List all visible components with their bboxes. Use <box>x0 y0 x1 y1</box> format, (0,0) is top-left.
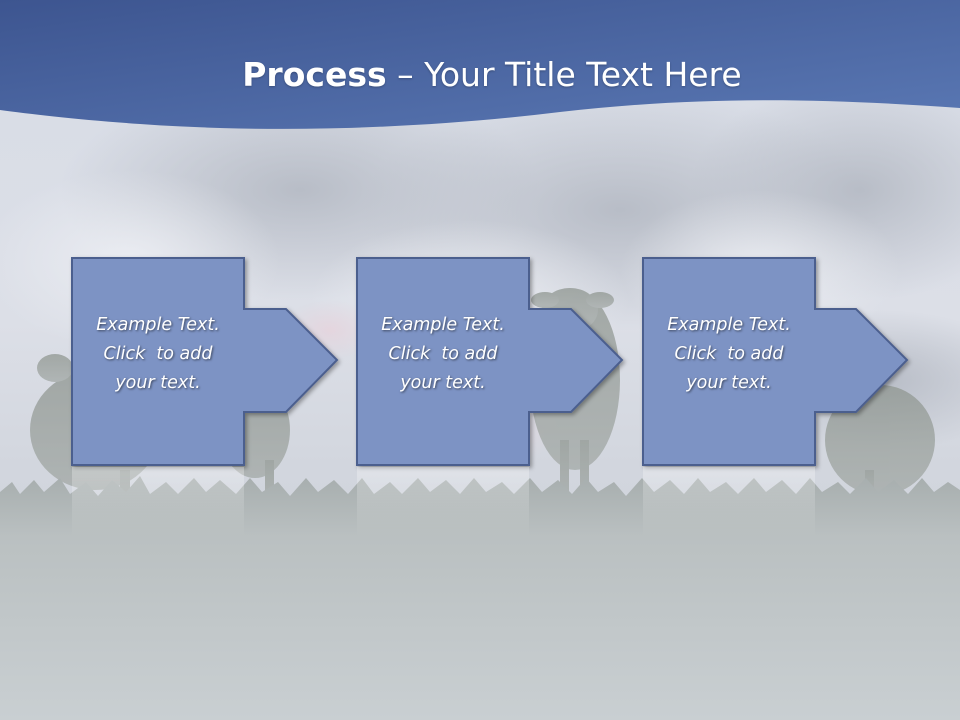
step-3-line-2: Click to add <box>674 344 784 364</box>
step-3-line-1: Example Text. <box>667 315 791 335</box>
process-step-1[interactable] <box>71 257 339 537</box>
step-1-line-2: Click to add <box>103 344 213 364</box>
process-step-3[interactable] <box>642 257 909 537</box>
title-dash: – <box>386 55 425 94</box>
step-2-text[interactable]: Example Text. Click to add your text. <box>357 311 529 398</box>
step-2-shape <box>356 257 624 466</box>
step-1-line-1: Example Text. <box>96 315 220 335</box>
step-2-line-1: Example Text. <box>381 315 505 335</box>
step-3-line-3: your text. <box>686 373 772 393</box>
step-1-reflection <box>72 467 244 537</box>
process-step-2[interactable] <box>356 257 624 537</box>
slide-title[interactable]: Process – Your Title Text Here <box>0 52 960 98</box>
step-1-shape <box>71 257 339 466</box>
step-2-line-2: Click to add <box>388 344 498 364</box>
step-2-line-3: your text. <box>400 373 486 393</box>
step-1-line-3: your text. <box>115 373 201 393</box>
title-bold: Process <box>242 55 387 94</box>
step-2-reflection <box>357 467 529 537</box>
step-3-shape <box>642 257 909 466</box>
step-3-reflection <box>643 467 815 537</box>
step-1-text[interactable]: Example Text. Click to add your text. <box>72 311 244 398</box>
step-3-text[interactable]: Example Text. Click to add your text. <box>643 311 815 398</box>
title-rest: Your Title Text Here <box>424 55 742 94</box>
